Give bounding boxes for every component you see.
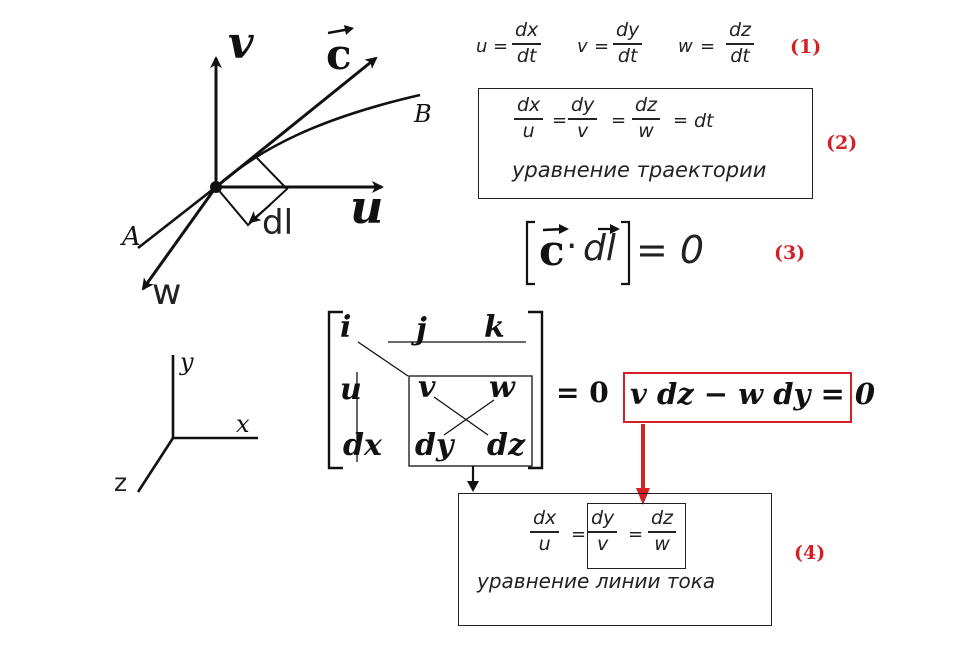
eq2-bar-3 bbox=[632, 117, 661, 120]
eq4-bar-1 bbox=[530, 530, 560, 533]
eq4-frac-dy-v: dy v bbox=[588, 507, 618, 555]
eq4-eq-1: = bbox=[571, 524, 587, 545]
eq2-u: u bbox=[522, 119, 535, 142]
v-axis-label: v bbox=[228, 18, 254, 69]
eq4-u: u bbox=[538, 532, 551, 555]
matrix-v: v bbox=[418, 370, 436, 405]
trajectory-curve bbox=[137, 93, 421, 250]
eq2-frac-dy-v: dy v bbox=[568, 94, 598, 142]
eq4-frac-dz-w: dz w bbox=[648, 507, 677, 555]
eq1-dy: dy bbox=[616, 19, 640, 41]
eq2-dy: dy bbox=[571, 94, 595, 116]
eq1-u: u bbox=[476, 36, 488, 57]
eq3-dl-arrow-icon bbox=[598, 224, 620, 234]
w-axis-line bbox=[141, 186, 218, 291]
eq4-bar-3 bbox=[648, 530, 677, 533]
eq4-v: v bbox=[597, 532, 609, 555]
matrix-dy: dy bbox=[415, 428, 454, 463]
matrix-i: i bbox=[340, 310, 352, 345]
eq2-number: (2) bbox=[826, 132, 858, 154]
eq2-bar-1 bbox=[514, 117, 544, 120]
eq4-dx: dx bbox=[533, 507, 557, 529]
matrix-dz: dz bbox=[487, 428, 526, 463]
c-vector-arrow-icon bbox=[327, 25, 354, 35]
eq1-bar-2 bbox=[613, 42, 643, 45]
eq2-frac-dz-w: dz w bbox=[632, 94, 661, 142]
u-axis-label: u bbox=[350, 180, 384, 234]
eq4-eq-2: = bbox=[628, 524, 644, 545]
eq2-caption: уравнение траектории bbox=[512, 158, 767, 182]
point-b-label: B bbox=[414, 100, 432, 128]
c-vector-label: c bbox=[326, 30, 352, 79]
matrix-k: k bbox=[484, 310, 505, 345]
eq1-dz: dz bbox=[729, 19, 752, 41]
eq3-number: (3) bbox=[774, 242, 806, 264]
eq1-v: v bbox=[577, 36, 588, 57]
eq4-dy: dy bbox=[591, 507, 615, 529]
eq1-frac-dy-dt: dy dt bbox=[613, 19, 643, 67]
eq2-eq-1: = bbox=[552, 110, 568, 131]
cross-product-text: v dz − w dy = 0 bbox=[630, 377, 876, 411]
matrix-j: j bbox=[416, 312, 427, 347]
matrix-rhs: = 0 bbox=[556, 376, 609, 409]
w-axis-label: w bbox=[152, 272, 182, 313]
eq1-frac-dz-dt: dz dt bbox=[726, 19, 755, 67]
matrix-u: u bbox=[340, 372, 362, 407]
streamline-equation-box bbox=[458, 493, 772, 626]
eq1-eq-w: = bbox=[700, 36, 716, 57]
eq4-w: w bbox=[654, 532, 670, 555]
eq2-frac-dx-u: dx u bbox=[514, 94, 544, 142]
eq4-frac-dx-u: dx u bbox=[530, 507, 560, 555]
eq1-eq-u: = bbox=[493, 36, 509, 57]
eq3-dot: · bbox=[566, 226, 578, 267]
dl-label: dl bbox=[262, 203, 294, 243]
trajectory-equation-box bbox=[478, 88, 813, 199]
eq2-dz: dz bbox=[635, 94, 658, 116]
point-a-label: A bbox=[122, 222, 141, 252]
eq2-bar-2 bbox=[568, 117, 598, 120]
eq3-c: c bbox=[539, 226, 565, 275]
eq2-v: v bbox=[577, 119, 589, 142]
eq4-inner-box bbox=[587, 503, 686, 569]
eq2-dx: dx bbox=[517, 94, 541, 116]
eq4-dz: dz bbox=[651, 507, 674, 529]
eq1-dt-2: dt bbox=[617, 44, 638, 67]
eq1-eq-v: = bbox=[594, 36, 610, 57]
eq3-dl: dl bbox=[583, 228, 616, 269]
eq2-eq-2: = bbox=[611, 110, 627, 131]
eq3-rhs: = 0 bbox=[636, 228, 705, 272]
eq1-w: w bbox=[678, 36, 693, 57]
axis-y-label: y bbox=[180, 348, 194, 376]
eq2-eq-3: = bbox=[673, 110, 689, 131]
eq1-bar-1 bbox=[512, 42, 542, 45]
eq1-dt-1: dt bbox=[516, 44, 537, 67]
origin-point bbox=[210, 181, 222, 193]
eq3-c-arrow-icon bbox=[542, 224, 569, 234]
eq1-bar-3 bbox=[726, 42, 755, 45]
axis-z-label: z bbox=[114, 468, 128, 497]
eq1-dx: dx bbox=[515, 19, 539, 41]
eq2-dt: dt bbox=[694, 110, 714, 132]
eq4-caption: уравнение линии тока bbox=[477, 569, 716, 593]
axis-x-label: x bbox=[236, 410, 250, 438]
matrix-w: w bbox=[489, 370, 515, 405]
eq2-w: w bbox=[638, 119, 654, 142]
dl-arrow bbox=[248, 204, 271, 224]
eq1-frac-dx-dt: dx dt bbox=[512, 19, 542, 67]
matrix-dx: dx bbox=[343, 428, 382, 463]
cross-product-box bbox=[623, 372, 852, 423]
eq1-number: (1) bbox=[790, 36, 822, 58]
eq4-bar-2 bbox=[588, 530, 618, 533]
eq4-number: (4) bbox=[794, 542, 826, 564]
eq1-dt-3: dt bbox=[730, 44, 750, 67]
